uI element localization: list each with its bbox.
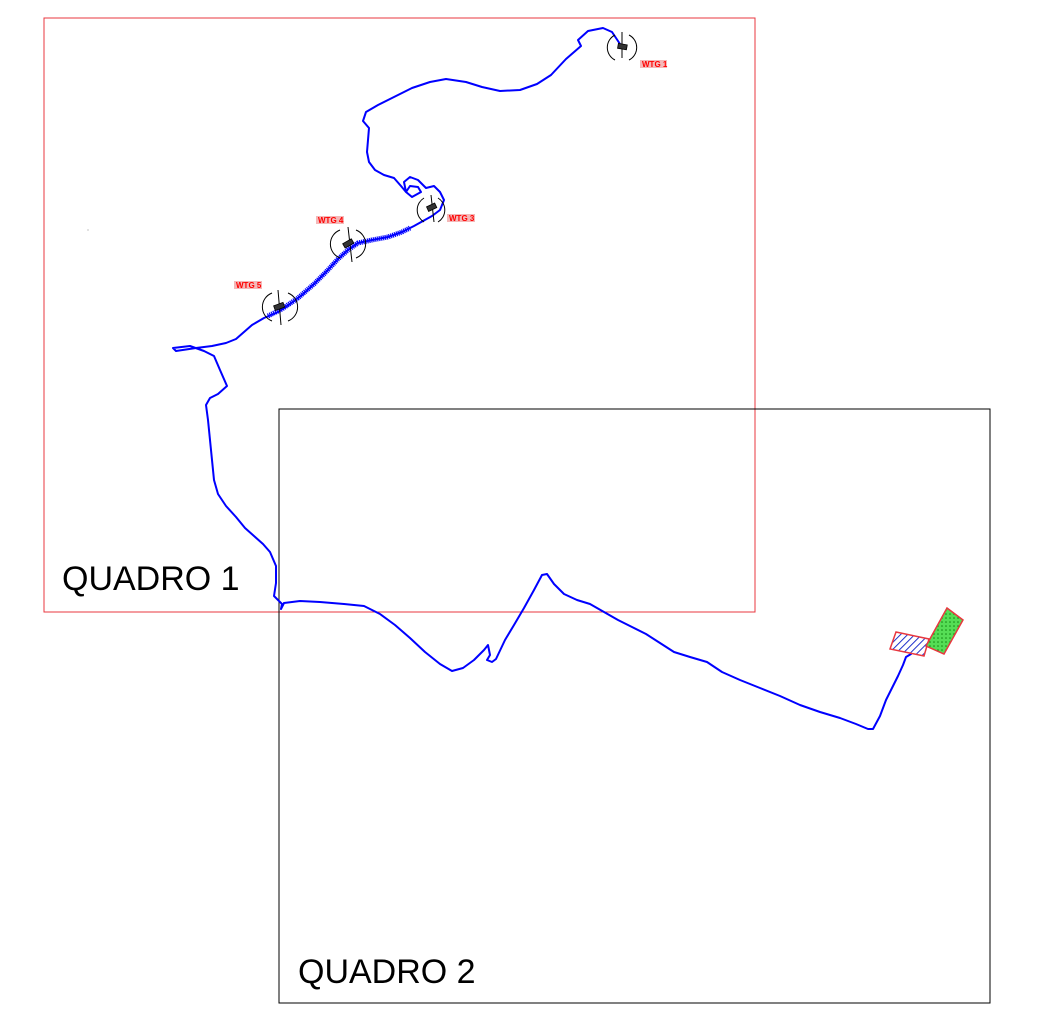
green-area: [924, 606, 964, 655]
sheet-frame-quadro-1: [43, 17, 756, 613]
hatched-area: [889, 631, 930, 657]
stray-mark: [87, 229, 89, 231]
wtg-4-label: WTG 4: [318, 216, 344, 225]
cable-route: [172, 27, 930, 730]
sheet-frame-quadro-2: [278, 408, 991, 1004]
cable-route-dense-segment: [266, 225, 412, 319]
wtg-5-label: WTG 5: [236, 281, 262, 290]
turbine-wtg-5: WTG 5: [234, 281, 299, 326]
turbine-wtg-1: WTG 1: [606, 32, 668, 69]
sheet-label-quadro-2: QUADRO 2: [298, 953, 476, 991]
wtg-1-label: WTG 1: [642, 60, 668, 69]
turbine-wtg-3: WTG 3: [416, 194, 475, 223]
sheet-label-quadro-1: QUADRO 1: [62, 560, 240, 598]
turbine-wtg-4: WTG 4: [316, 216, 367, 263]
wtg-3-label: WTG 3: [449, 214, 475, 223]
